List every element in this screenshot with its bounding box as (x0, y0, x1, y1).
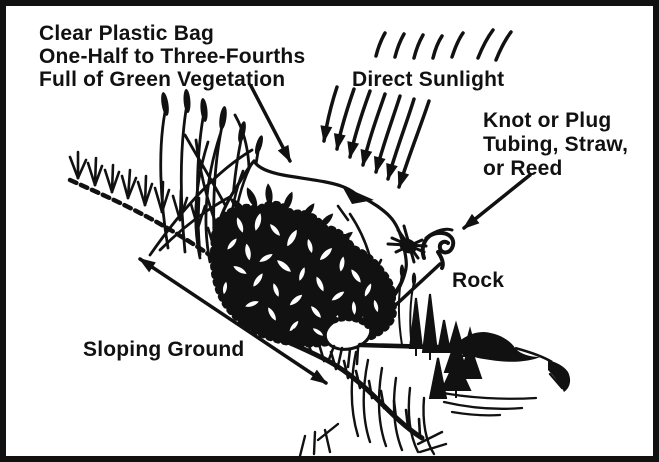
rock-label: Rock (452, 269, 505, 292)
clear-plastic-bag-label-line2: One-Half to Three-Fourths (39, 45, 306, 68)
bag-label-arrow (249, 84, 292, 163)
sloping-ground-arrow (138, 257, 328, 385)
knot-or-plug-label-line2: Tubing, Straw, (483, 133, 629, 156)
knot-label-arrow (462, 173, 532, 230)
clear-plastic-bag-label-line1: Clear Plastic Bag (39, 22, 214, 45)
knot-or-plug-label: Knot or Plug Tubing, Straw, or Reed (483, 109, 628, 181)
knot-or-plug-label-line3: or Reed (483, 157, 563, 180)
clear-plastic-bag-label: Clear Plastic Bag One-Half to Three-Four… (39, 22, 305, 91)
sunlight-arrows-icon (320, 85, 431, 189)
clear-plastic-bag-label-line3: Full of Green Vegetation (39, 68, 286, 91)
diagram-canvas (67, 28, 571, 456)
rock-label-arrow (370, 262, 442, 329)
direct-sunlight-label: Direct Sunlight (352, 68, 505, 91)
knot-or-plug-label-line1: Knot or Plug (483, 109, 612, 132)
sun-rays-icon (374, 28, 513, 62)
rock-illustration (323, 315, 373, 369)
valley-illustration (357, 293, 571, 417)
sloping-ground-label: Sloping Ground (83, 338, 245, 361)
knot-illustration (386, 224, 456, 270)
